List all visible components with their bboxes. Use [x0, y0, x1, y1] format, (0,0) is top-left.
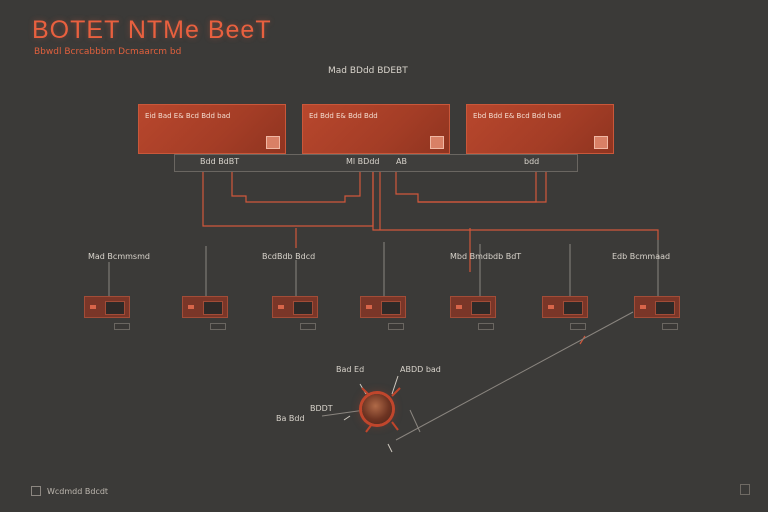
device-7-screen — [655, 301, 675, 315]
device-7[interactable] — [634, 296, 680, 318]
device-1-tag — [114, 323, 130, 330]
panel-2-button[interactable] — [430, 136, 444, 149]
device-6-tag — [570, 323, 586, 330]
panel-2[interactable]: Ed Bdd E& Bdd Bdd — [302, 104, 450, 154]
annotation-1: Bad Ed — [336, 365, 365, 374]
panel-1-label: Eid Bad E& Bcd Bdd bad — [145, 112, 231, 120]
wire-left-loop — [202, 172, 374, 227]
annotation-2: ABDD bad — [400, 365, 441, 374]
device-5-screen — [471, 301, 491, 315]
device-6[interactable] — [542, 296, 588, 318]
device-5[interactable] — [450, 296, 496, 318]
bus-left-text: Bdd BdBT — [200, 157, 240, 166]
panel-3[interactable]: Ebd Bdd E& Bcd Bdd bad — [466, 104, 614, 154]
wire-left-inner — [231, 172, 361, 203]
panel-1[interactable]: Eid Bad E& Bcd Bdd bad — [138, 104, 286, 154]
panel-3-label: Ebd Bdd E& Bcd Bdd bad — [473, 112, 561, 120]
device-1[interactable] — [84, 296, 130, 318]
footer-text: Wcdmdd Bdcdt — [47, 487, 109, 496]
central-hub[interactable] — [362, 394, 392, 424]
device-6-screen — [563, 301, 583, 315]
diagram-subtitle: Bbwdl Bcrcabbbm Dcmaarcm bd — [34, 47, 182, 57]
annotation-4: Ba Bdd — [276, 414, 305, 423]
device-4-screen — [381, 301, 401, 315]
node-label-2: BcdBdb Bdcd — [262, 252, 316, 261]
device-4[interactable] — [360, 296, 406, 318]
wire-right-outer — [418, 172, 547, 203]
panel-3-button[interactable] — [594, 136, 608, 149]
bus-bar — [174, 154, 578, 172]
device-3-tag — [300, 323, 316, 330]
footer-icon — [31, 486, 41, 496]
hub-arrow-4 — [343, 415, 351, 421]
diag-line — [395, 311, 634, 441]
node-label-3: Mbd Bmdbdb BdT — [450, 252, 522, 261]
device-2[interactable] — [182, 296, 228, 318]
device-5-tag — [478, 323, 494, 330]
diagram-title: BOTET NTMe BeeT — [32, 16, 272, 44]
wire-right-inner — [395, 172, 537, 203]
device-2-tag — [210, 323, 226, 330]
wire-tick — [579, 335, 586, 345]
wire-right-main — [372, 172, 659, 240]
hub-right-line — [409, 409, 421, 433]
panel-1-button[interactable] — [266, 136, 280, 149]
bus-mid-text: Ml BDdd — [346, 157, 380, 166]
device-2-screen — [203, 301, 223, 315]
node-label-4: Edb Bcmmaad — [612, 252, 671, 261]
panel-2-label: Ed Bdd E& Bdd Bdd — [309, 112, 378, 120]
document-icon[interactable] — [740, 484, 750, 495]
hub-arrow-2 — [391, 375, 399, 395]
annotation-3: BDDT — [310, 404, 333, 413]
node-label-1: Mad Bcmmsmd — [88, 252, 150, 261]
hub-arrow-3 — [387, 443, 393, 453]
device-4-tag — [388, 323, 404, 330]
hub-left-line — [321, 409, 366, 417]
bus-right-text: bdd — [524, 157, 540, 166]
device-7-tag — [662, 323, 678, 330]
bus-mid-text-2: AB — [396, 157, 407, 166]
device-3-screen — [293, 301, 313, 315]
top-label: Mad BDdd BDEBT — [328, 66, 408, 76]
device-3[interactable] — [272, 296, 318, 318]
device-1-screen — [105, 301, 125, 315]
